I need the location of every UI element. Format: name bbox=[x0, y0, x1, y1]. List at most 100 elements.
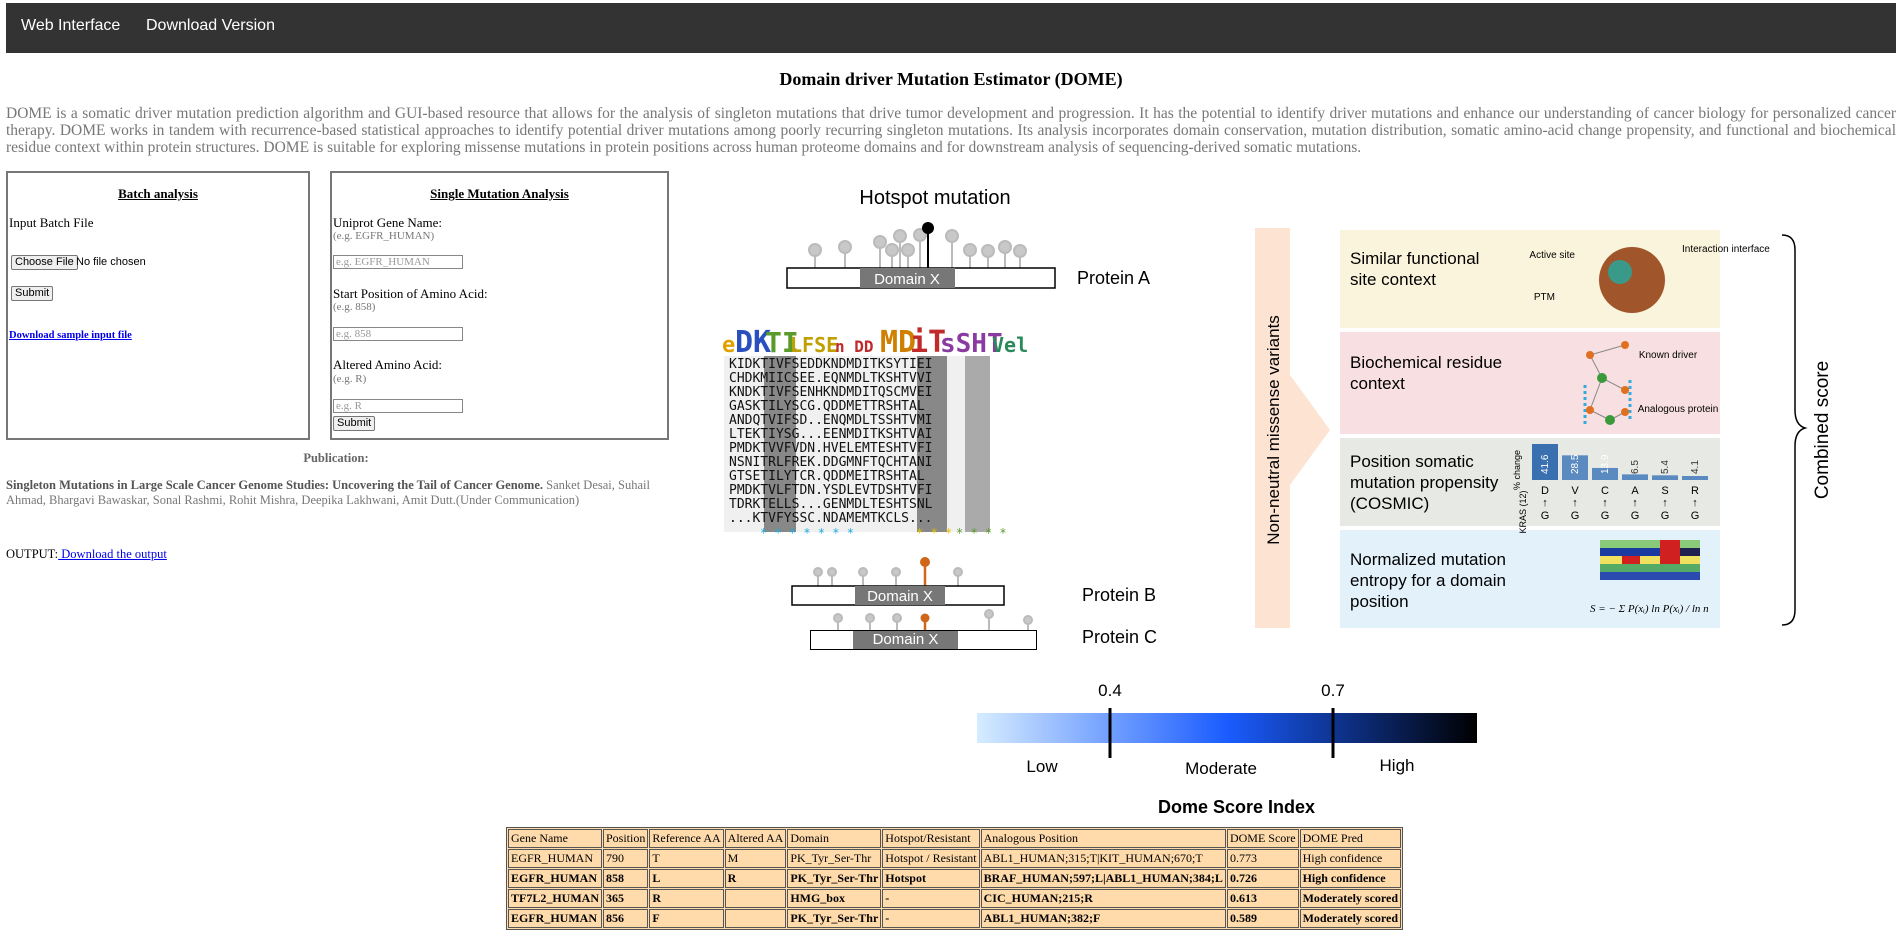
svg-text:MD: MD bbox=[880, 325, 916, 360]
protein-a-domain-label: Domain X bbox=[874, 271, 940, 288]
table-cell: R bbox=[649, 889, 724, 908]
scale-title: Dome Score Index bbox=[1158, 797, 1316, 817]
publication-heading: Publication: bbox=[303, 451, 369, 465]
protein-c-label: Protein C bbox=[1082, 627, 1158, 647]
cosmic-mini-chart: % change KRAS (12) 41.6D↑G28.5V↑G13.9C↑G… bbox=[1512, 444, 1708, 534]
table-header-cell: Hotspot/Resistant bbox=[882, 829, 980, 848]
output-section: OUTPUT: Download the output bbox=[6, 547, 167, 562]
batch-input-label: Input Batch File bbox=[9, 215, 94, 230]
table-cell: Hotspot / Resistant bbox=[882, 849, 980, 868]
cosmic-from-aa: D bbox=[1541, 485, 1549, 497]
table-cell: Moderately scored bbox=[1299, 909, 1402, 928]
protein-a-diagram: Domain X Protein A bbox=[786, 222, 1150, 289]
single-title: Single Mutation Analysis bbox=[430, 186, 569, 201]
table-cell: F bbox=[649, 909, 724, 928]
no-file-chosen-text: No file chosen bbox=[76, 256, 146, 268]
alignment-row: ANDQTVIFSD..ENQMDLTSSHTVMI bbox=[729, 413, 933, 428]
table-header-cell: Reference AA bbox=[649, 829, 724, 848]
table-cell: M bbox=[724, 849, 787, 868]
download-output-link[interactable]: Download the output bbox=[58, 547, 167, 561]
cosmic-bar bbox=[1562, 455, 1588, 480]
table-cell: EGFR_HUMAN bbox=[508, 909, 602, 928]
table-cell: 856 bbox=[603, 909, 649, 928]
gene-name-input[interactable] bbox=[333, 255, 463, 269]
table-cell bbox=[724, 909, 787, 928]
cosmic-ylabel: % change bbox=[1512, 450, 1522, 490]
alignment-row: PMDKTVVFVDN.HVELEMTESHTVFI bbox=[729, 441, 933, 456]
cosmic-from-aa: V bbox=[1571, 485, 1579, 497]
table-cell: Moderately scored bbox=[1299, 889, 1402, 908]
svg-text:Vel: Vel bbox=[992, 333, 1028, 357]
table-cell: PK_Tyr_Ser-Thr bbox=[787, 869, 882, 888]
altered-aa-label: Altered Amino Acid: bbox=[333, 357, 443, 372]
nav-download-version[interactable]: Download Version bbox=[146, 17, 275, 34]
table-header-cell: DOME Score bbox=[1226, 829, 1299, 848]
protein-structure-image bbox=[1599, 247, 1665, 313]
tick-label-0-4: 0.4 bbox=[1098, 681, 1122, 700]
sequence-logo: e DK TI LFSE n DD MD iT sSHT Vel bbox=[722, 325, 1028, 360]
table-cell: EGFR_HUMAN bbox=[508, 849, 602, 868]
top-navbar: Web Interface Download Version bbox=[6, 3, 1896, 53]
cosmic-bar-value: 13.9 bbox=[1600, 454, 1611, 474]
alignment-row: NSNITRLFREK.DDGMNFTQCHTANI bbox=[729, 455, 933, 470]
table-header-cell: Domain bbox=[787, 829, 882, 848]
ptm-label: PTM bbox=[1534, 292, 1555, 303]
side-band bbox=[1255, 228, 1290, 628]
altered-aa-input[interactable] bbox=[333, 399, 463, 413]
gene-hint: (e.g. EGFR_HUMAN) bbox=[333, 230, 435, 242]
sample-input-link[interactable]: Download sample input file bbox=[9, 330, 132, 341]
entropy-heatmap: S = − Σ P(xᵢ) ln P(xᵢ) / ln n bbox=[1590, 540, 1709, 615]
active-site-label: Active site bbox=[1529, 250, 1575, 261]
svg-text:n DD: n DD bbox=[835, 337, 874, 356]
arrow-icon: ↑ bbox=[1542, 497, 1548, 509]
svg-text:TI: TI bbox=[765, 326, 799, 359]
cosmic-bar bbox=[1532, 444, 1558, 480]
cosmic-from-aa: A bbox=[1631, 485, 1639, 497]
table-cell: 365 bbox=[603, 889, 649, 908]
position-input[interactable] bbox=[333, 327, 463, 341]
cosmic-to-aa: G bbox=[1691, 510, 1700, 522]
batch-submit-button[interactable]: Submit bbox=[11, 286, 54, 301]
dome-method-figure: Hotspot mutation Domain X Protein A e DK… bbox=[722, 187, 1833, 633]
table-cell: High confidence bbox=[1299, 849, 1402, 868]
publication-authors: Sanket Desai, Suhail Ahmad, Bhargavi Baw… bbox=[6, 478, 650, 507]
cosmic-gene-label: KRAS (12) bbox=[1518, 490, 1528, 533]
table-cell: ABL1_HUMAN;382;F bbox=[980, 909, 1226, 928]
table-cell: PK_Tyr_Ser-Thr bbox=[787, 849, 882, 868]
single-submit-button[interactable]: Submit bbox=[333, 416, 376, 431]
table-cell: 0.589 bbox=[1226, 909, 1299, 928]
gene-label: Uniprot Gene Name: bbox=[333, 215, 443, 230]
arrow-icon: ↑ bbox=[1692, 497, 1698, 509]
table-cell: R bbox=[724, 869, 787, 888]
table-cell: T bbox=[649, 849, 724, 868]
nav-web-interface[interactable]: Web Interface bbox=[21, 17, 121, 34]
alignment-row: ...KTVFYSSC.NDAMEMTKCLS... bbox=[729, 511, 933, 526]
alignment-row: TDRKTELLS...GENMDLTESHTSNL bbox=[729, 497, 933, 512]
table-cell: - bbox=[882, 909, 980, 928]
cosmic-to-aa: G bbox=[1571, 510, 1580, 522]
table-cell: 858 bbox=[603, 869, 649, 888]
protein-c-domain-label: Domain X bbox=[853, 631, 958, 649]
protein-b-label: Protein B bbox=[1082, 585, 1156, 605]
choose-file-button[interactable]: Choose File bbox=[11, 255, 78, 270]
analogous-protein-label: Analogous protein bbox=[1638, 404, 1719, 415]
cosmic-bar bbox=[1682, 476, 1708, 480]
entropy-formula: S = − Σ P(xᵢ) ln P(xᵢ) / ln n bbox=[1590, 603, 1709, 615]
cosmic-to-aa: G bbox=[1541, 510, 1550, 522]
arrow-icon: ↑ bbox=[1602, 497, 1608, 509]
cosmic-bar-value: 4.1 bbox=[1690, 460, 1701, 474]
arrow-icon: ↑ bbox=[1632, 497, 1638, 509]
svg-text:sSHT: sSHT bbox=[940, 329, 1003, 359]
publication-title: Singleton Mutations in Large Scale Cance… bbox=[6, 478, 544, 492]
alignment-block: KIDKTIVFSEDDKNDMDITKSYTIEI CHDKMIICSEE.E… bbox=[729, 357, 933, 526]
dome-score-scale: 0.4 0.7 Low Moderate High bbox=[977, 681, 1477, 778]
table-cell: 0.773 bbox=[1226, 849, 1299, 868]
arrow-icon: ↑ bbox=[1662, 497, 1668, 509]
